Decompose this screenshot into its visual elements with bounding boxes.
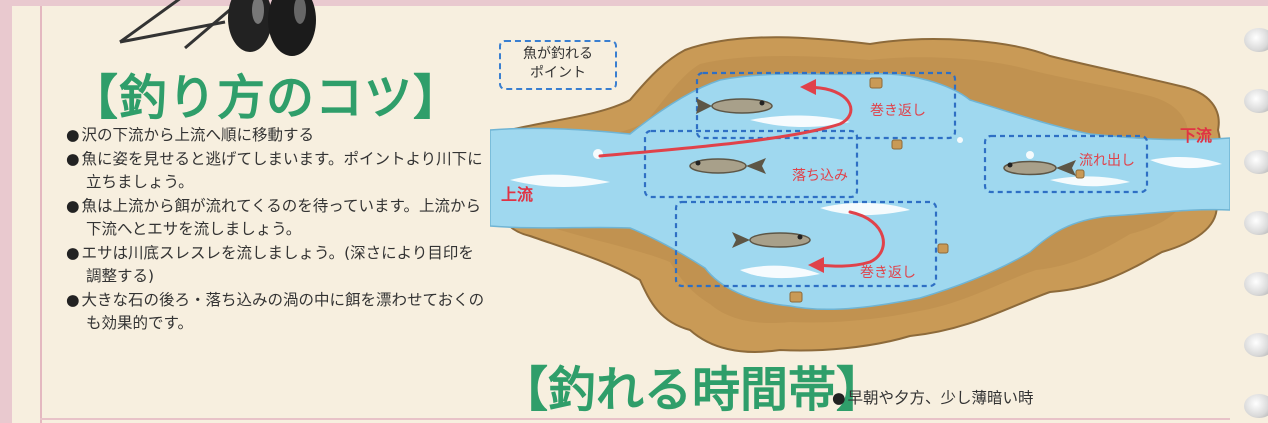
downstream-label: 下流	[1180, 126, 1213, 145]
zone-bottom	[674, 200, 938, 288]
binder-ring	[1244, 211, 1268, 235]
bottom-line	[40, 418, 1230, 420]
fish	[696, 98, 773, 114]
binder-ring	[1244, 333, 1268, 357]
tip-item: 魚は上流から餌が流れてくるのを待っています。上流から下流へとエサを流しましょう。	[66, 195, 486, 241]
legend-line: 魚が釣れる	[523, 46, 593, 62]
upstream-label: 上流	[501, 185, 534, 204]
binder-ring	[1244, 150, 1268, 174]
zone-right	[983, 134, 1149, 194]
legend-line: ポイント	[530, 65, 586, 81]
binder-ring	[1244, 394, 1268, 418]
fishing-point-legend: 魚が釣れる ポイント	[499, 40, 617, 90]
zone-right-label: 流れ出し	[1079, 153, 1135, 169]
binder-ring	[1244, 272, 1268, 296]
fish	[1003, 160, 1076, 176]
binder-ring	[1244, 28, 1268, 52]
river-diagram	[490, 36, 1230, 353]
tip-item: 大きな石の後ろ・落ち込みの渦の中に餌を漂わせておくのも効果的です。	[66, 289, 486, 335]
fish	[689, 158, 766, 174]
tip-item: 沢の下流から上流へ順に移動する	[66, 124, 486, 147]
left-border	[0, 0, 12, 423]
tips-title: 【釣り方のコツ】	[70, 70, 463, 126]
time-text: 早朝や夕方、少し薄暗い時	[832, 386, 1034, 408]
creel-illustration	[119, 0, 316, 56]
tip-item: エサは川底スレスレを流しましょう。(深さにより目印を調整する)	[66, 242, 486, 288]
tips-list: 沢の下流から上流へ順に移動する 魚に姿を見せると逃げてしまいます。ポイントより川…	[66, 124, 486, 336]
zone-bottom-label: 巻き返し	[860, 265, 916, 281]
fish	[732, 232, 811, 248]
time-title: 【釣れる時間帯】	[500, 362, 885, 418]
zone-top-label: 巻き返し	[870, 103, 926, 119]
margin-line	[40, 6, 42, 423]
river-water	[490, 73, 1230, 311]
binder-ring	[1244, 89, 1268, 113]
zone-middle	[643, 129, 859, 199]
zone-middle-label: 落ち込み	[792, 168, 848, 184]
tip-item: 魚に姿を見せると逃げてしまいます。ポイントより川下に立ちましょう。	[66, 148, 486, 194]
top-border	[0, 0, 1268, 6]
zone-top	[695, 71, 957, 140]
